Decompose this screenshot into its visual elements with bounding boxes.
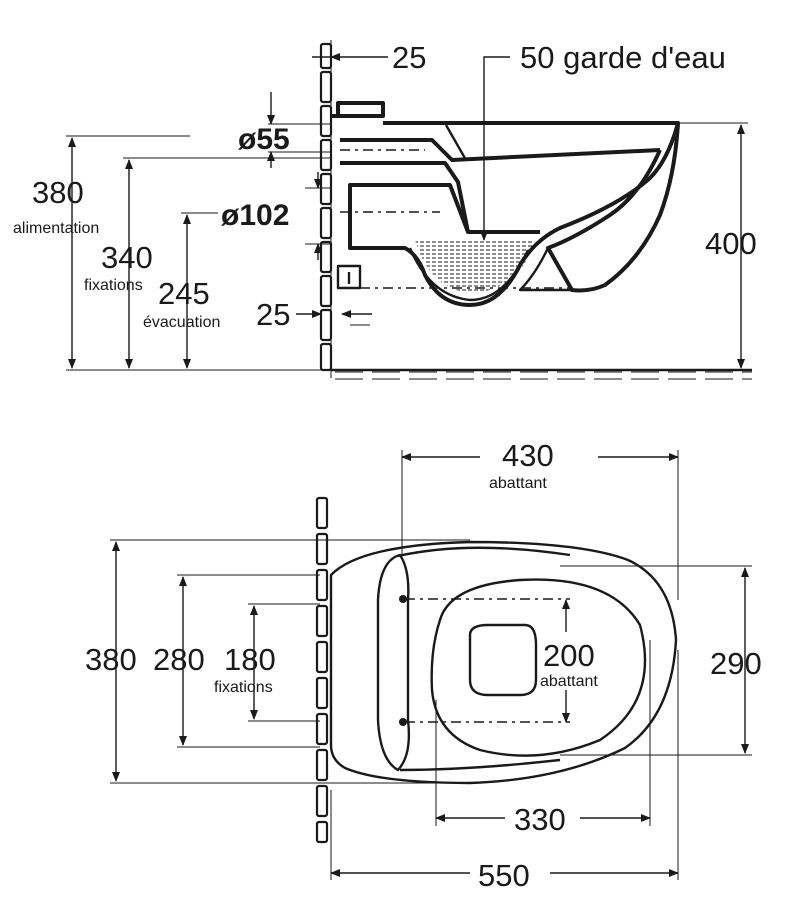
top-labels: 430 abattant 380 280 180 fixations 200 a… (85, 438, 762, 893)
dim-50-garde-deau: 50 garde d'eau (520, 40, 726, 75)
dim-25-top: 25 (392, 40, 426, 75)
top-wall (315, 496, 329, 844)
side-bowl (331, 101, 680, 326)
dim-245-evacuation: 245 (158, 276, 210, 311)
dim-400: 400 (705, 226, 757, 261)
side-wall (319, 40, 333, 378)
dim-380-top: 380 (85, 642, 137, 677)
top-view: 430 abattant 380 280 180 fixations 200 a… (85, 438, 762, 893)
dim-340-fixations: 340 (101, 240, 153, 275)
dim-280: 280 (153, 642, 205, 677)
dim-550: 550 (478, 858, 530, 893)
label-alimentation: alimentation (13, 220, 99, 237)
dim-55: ø55 (238, 123, 290, 156)
dim-180-fixations: 180 (224, 642, 276, 677)
dim-380-alimentation: 380 (32, 175, 84, 210)
dim-330: 330 (514, 802, 566, 837)
side-floor (331, 368, 752, 380)
dim-430-abattant: 430 (502, 438, 554, 473)
dim-200-abattant: 200 (543, 638, 595, 673)
dim-102: ø102 (221, 199, 289, 232)
top-dimensions (110, 450, 752, 880)
side-dimensions (66, 44, 748, 371)
label-fixations-side: fixations (84, 277, 143, 294)
dim-290: 290 (710, 646, 762, 681)
side-view: 25 50 garde d'eau ø55 ø102 400 380 alime… (13, 40, 757, 380)
label-abattant-mid: abattant (540, 673, 598, 690)
side-labels: 25 50 garde d'eau ø55 ø102 400 380 alime… (13, 40, 757, 332)
top-bowl (329, 540, 678, 785)
label-evacuation: évacuation (143, 314, 220, 331)
dim-25-bottom: 25 (256, 297, 290, 332)
label-abattant-top: abattant (489, 475, 547, 492)
label-fixations-top: fixations (214, 679, 273, 696)
